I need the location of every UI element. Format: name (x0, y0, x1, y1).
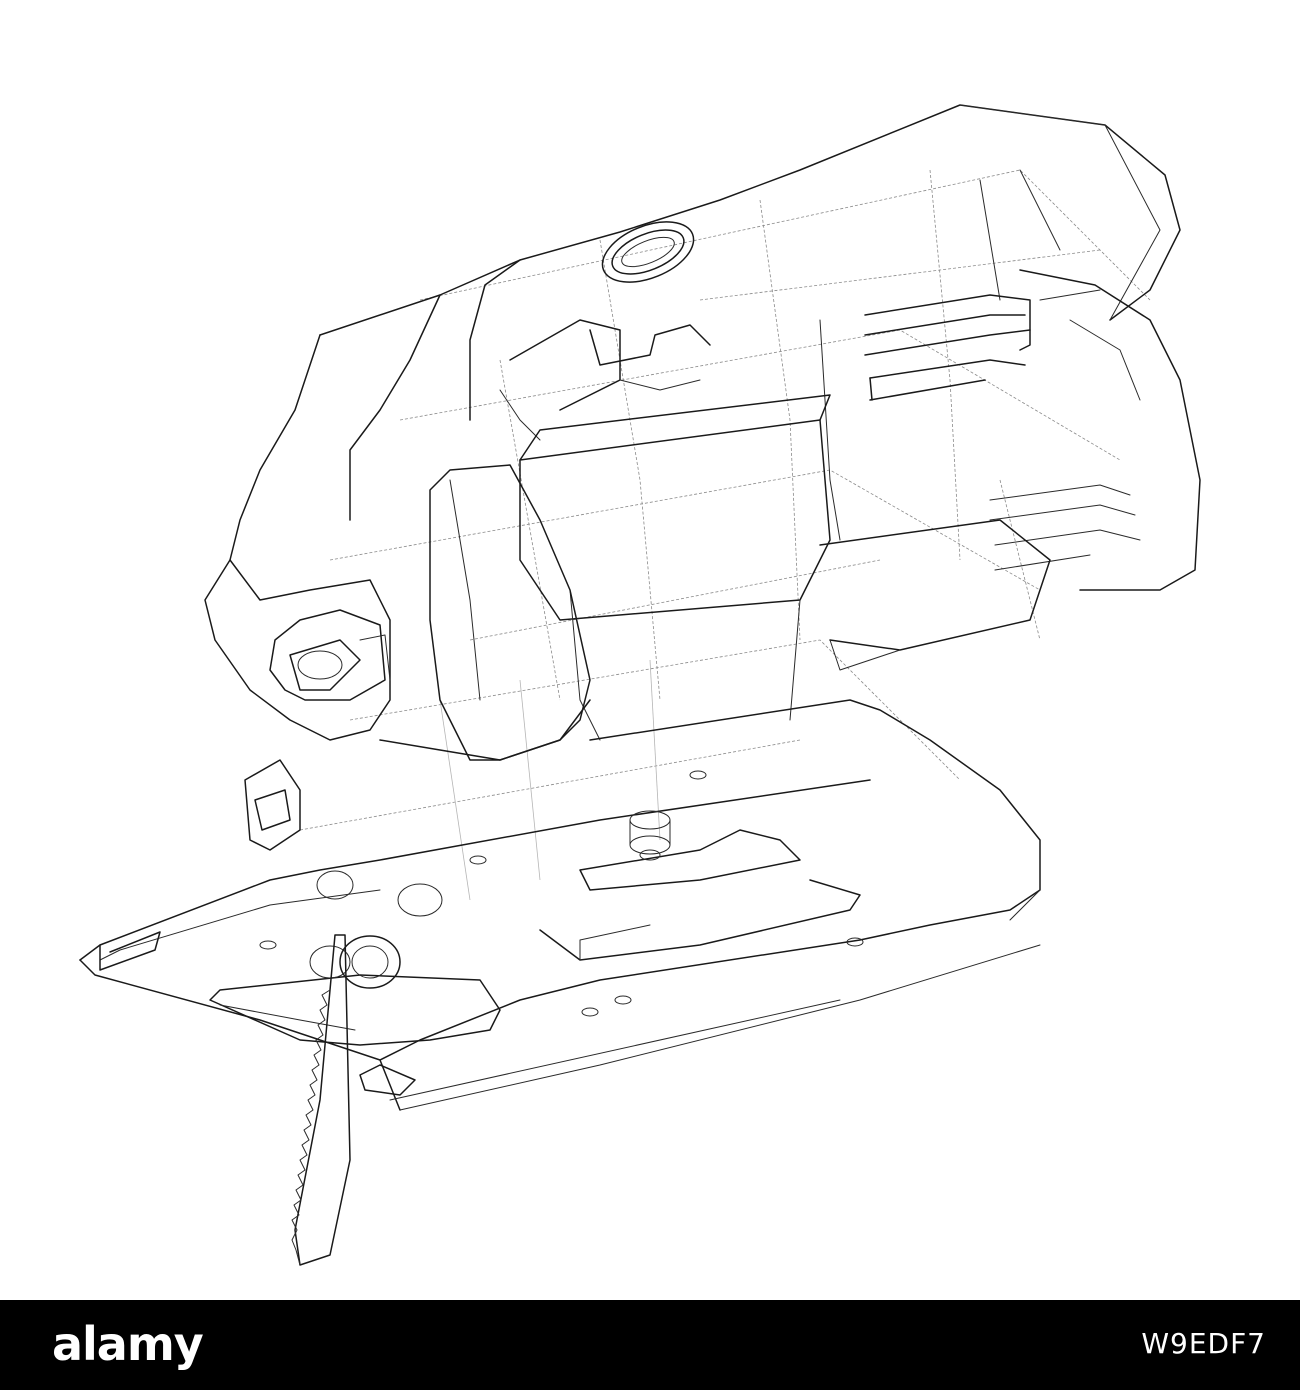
base-bolts (259, 770, 864, 1017)
brand-logo: alamy (52, 1317, 204, 1371)
base-cutout (209, 829, 861, 1046)
grip (379, 464, 591, 761)
hidden-lines (299, 169, 1151, 901)
motor-housing (229, 104, 1201, 591)
blade-guide (244, 759, 443, 989)
speed-dial-icon (601, 221, 695, 283)
vent-slots (864, 294, 1141, 571)
jigsaw-blade (291, 934, 351, 1266)
jigsaw-wireframe-illustration (79, 104, 1201, 1266)
image-code: W9EDF7 (1141, 1327, 1266, 1360)
base-plate (79, 699, 1041, 1111)
switch-block (499, 319, 711, 441)
watermark-bar: alamy W9EDF7 (0, 1300, 1300, 1390)
jigsaw-drawing (79, 104, 1201, 1266)
gear-housing (519, 394, 1051, 741)
trigger-knob (204, 559, 391, 741)
